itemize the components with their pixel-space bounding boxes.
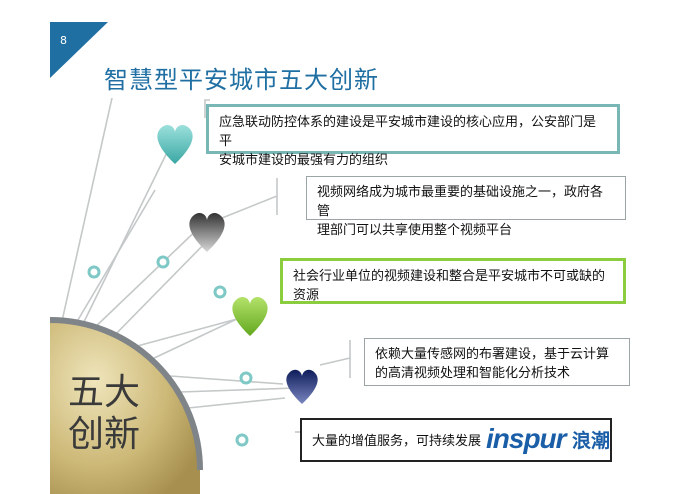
point-5-line1: 大量的增值服务，可持续发展: [312, 434, 482, 449]
page-number: 8: [60, 34, 67, 47]
point-2-line1: 视频网络成为城市最重要的基础设施之一，政府各管: [317, 185, 604, 219]
heart-black-icon: [189, 213, 225, 252]
point-box-5: 大量的增值服务，可持续发展: [300, 418, 612, 462]
ring-node: [239, 371, 253, 385]
hub-disc: [50, 320, 200, 494]
ring-node: [87, 265, 101, 279]
point-box-4: 依赖大量传感网的布署建设，基于云计算 的高清视频处理和智能化分析技术: [364, 338, 630, 386]
hub-label-line2: 创新: [68, 414, 141, 455]
point-4-line1: 依赖大量传感网的布署建设，基于云计算: [375, 347, 610, 362]
ring-node: [156, 255, 170, 269]
point-4-line2: 的高清视频处理和智能化分析技术: [375, 366, 571, 381]
point-3-line2: 资源: [293, 288, 320, 303]
inspur-logo: inspur 浪潮: [486, 423, 610, 454]
point-1-line2: 安城市建设的最强有力的组织: [219, 153, 389, 168]
point-box-1: 应急联动防控体系的建设是平安城市建设的核心应用，公安部门是平 安城市建设的最强有…: [206, 104, 620, 168]
point-box-3: 社会行业单位的视频建设和整合是平安城市不可或缺的 资源: [280, 258, 626, 304]
hub-label: 五大 创新: [68, 372, 140, 456]
ring-node: [235, 433, 249, 447]
point-2-line2: 理部门可以共享使用整个视频平台: [317, 223, 513, 238]
point-box-2: 视频网络成为城市最重要的基础设施之一，政府各管 理部门可以共享使用整个视频平台: [306, 176, 626, 238]
ring-node: [213, 285, 227, 299]
point-3-line1: 社会行业单位的视频建设和整合是平安城市不可或缺的: [293, 269, 606, 284]
connector-lines: [204, 99, 351, 433]
hub-rim: [49, 317, 203, 471]
hub-label-line1: 五大: [68, 372, 141, 413]
point-1-line1: 应急联动防控体系的建设是平安城市建设的核心应用，公安部门是平: [219, 115, 597, 149]
radiating-lines: [59, 97, 297, 409]
heart-navy-icon: [286, 369, 318, 404]
heart-teal-icon: [157, 125, 193, 164]
slide-title: 智慧型平安城市五大创新: [104, 66, 379, 94]
logo-chinese: 浪潮: [572, 429, 610, 452]
ring-nodes: [87, 255, 253, 447]
corner-triangle: [50, 22, 108, 78]
heart-green-icon: [232, 297, 268, 336]
logo-latin: inspur: [486, 423, 569, 454]
